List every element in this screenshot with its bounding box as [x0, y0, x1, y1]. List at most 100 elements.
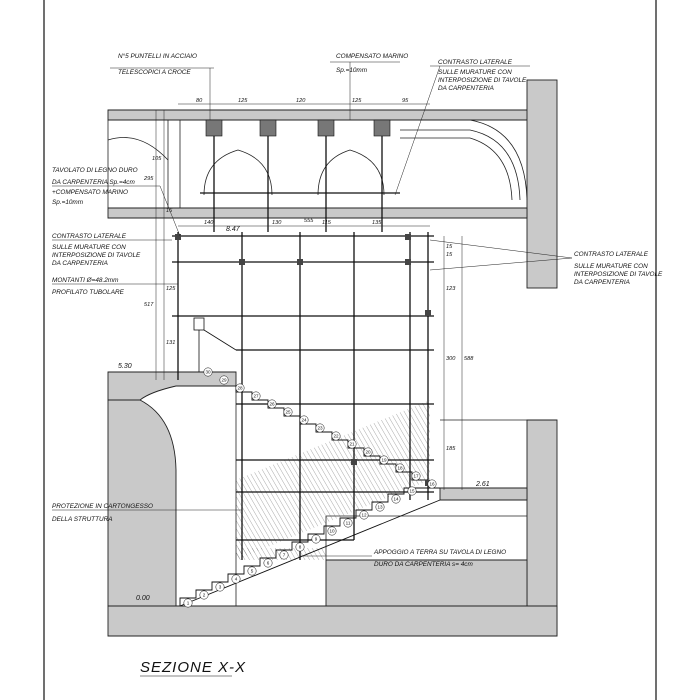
step-circle — [395, 463, 405, 473]
step-number: 10 — [329, 529, 335, 534]
note-contrasto-right-4: DA CARPENTERIA — [574, 279, 630, 286]
sheet-frame — [43, 0, 657, 700]
dim-left-4: 125 — [166, 286, 176, 292]
step-circle — [427, 479, 437, 489]
dim-right-5: 185 — [446, 446, 456, 452]
dim-top-4: 95 — [402, 98, 409, 104]
leader-lines — [52, 61, 573, 557]
step-circle — [375, 502, 385, 512]
step-number: 15 — [409, 489, 415, 494]
dim-top-1: 125 — [238, 98, 248, 104]
step-circle — [267, 399, 277, 409]
step-circle — [363, 447, 373, 457]
step-circle — [411, 471, 421, 481]
step-circle — [183, 598, 193, 608]
dim-right-2: 123 — [446, 286, 456, 292]
step-circle — [359, 510, 369, 520]
note-contrasto-left-3: INTERPOSIZIONE DI TAVOLE — [52, 252, 141, 259]
step-number: 29 — [221, 378, 227, 383]
levels: 8.47 5.30 2.61 0.00 — [118, 226, 490, 602]
note-tavolato-3: +COMPENSATO MARINO — [52, 189, 128, 196]
note-protezione-1: PROTEZIONE IN CARTONGESSO — [52, 503, 153, 510]
step-circle — [311, 534, 321, 544]
step-circle — [231, 574, 241, 584]
note-puntelli-1: N°5 PUNTELLI IN ACCIAIO — [118, 52, 197, 60]
dim-left-3: 517 — [144, 302, 154, 308]
step-circle — [407, 486, 417, 496]
note-compensato-1: COMPENSATO MARINO — [336, 53, 408, 60]
dim-top-2: 120 — [296, 98, 306, 104]
step-circle — [279, 550, 289, 560]
dimension-lines — [155, 103, 463, 490]
dimension-texts: 80 125 120 125 95 140 130 555 115 135 10… — [143, 98, 474, 452]
note-contrasto-left-1: CONTRASTO LATERALE — [52, 233, 127, 240]
step-number: 17 — [413, 474, 419, 479]
note-contrasto-top-4: DA CARPENTERIA — [438, 85, 494, 92]
step-number: 8 — [299, 545, 302, 550]
note-contrasto-top-2: SULLE MURATURE CON — [438, 69, 512, 76]
step-circle — [263, 558, 273, 568]
level-530: 5.30 — [118, 363, 132, 370]
step-number: 3 — [219, 585, 222, 590]
note-contrasto-right-2: SULLE MURATURE CON — [574, 263, 648, 270]
level-261: 2.61 — [475, 481, 490, 488]
step-number: 19 — [381, 458, 387, 463]
step-circle — [327, 526, 337, 536]
masonry-walls — [107, 79, 558, 637]
note-tavolato-1: TAVOLATO DI LEGNO DURO — [52, 167, 138, 174]
step-number: 1 — [187, 601, 190, 606]
step-number: 23 — [317, 426, 323, 431]
note-montanti-2: PROFILATO TUBOLARE — [52, 289, 125, 296]
note-compensato-2: Sp.=10mm — [336, 67, 368, 74]
step-number: 7 — [283, 553, 286, 558]
step-circle — [299, 415, 309, 425]
notes: N°5 PUNTELLI IN ACCIAIO TELESCOPICI A CR… — [52, 52, 663, 568]
note-tavolato-2: DA CARPENTERIA Sp.=4cm — [52, 179, 135, 186]
note-protezione-2: DELLA STRUTTURA — [52, 516, 112, 523]
step-number: 30 — [205, 370, 211, 375]
step-number: 11 — [346, 521, 351, 526]
step-number: 27 — [253, 394, 259, 399]
step-circle — [235, 383, 245, 393]
dim-right-4: 588 — [464, 356, 474, 362]
step-number: 13 — [377, 505, 383, 510]
step-circle — [331, 431, 341, 441]
note-appoggio-1: APPOGGIO A TERRA SU TAVOLA DI LEGNO — [373, 549, 506, 556]
step-circle — [203, 367, 213, 377]
dim-right-0: 15 — [446, 244, 453, 250]
column-detail — [193, 317, 237, 372]
step-number: 12 — [361, 513, 367, 518]
step-markers: 1234567891011121314151617181920212223242… — [183, 367, 437, 608]
note-montanti-1: MONTANTI Ø=48.2mm — [52, 277, 119, 284]
scaffold-frame — [172, 128, 434, 560]
dim-deck-1: 130 — [272, 220, 282, 226]
dim-deck-4: 135 — [372, 220, 382, 226]
stair-hatch — [236, 400, 430, 560]
step-number: 14 — [393, 497, 399, 502]
step-number: 16 — [429, 482, 435, 487]
step-number: 18 — [397, 466, 403, 471]
level-847: 8.47 — [226, 226, 241, 233]
step-circle — [247, 566, 257, 576]
step-circle — [215, 582, 225, 592]
stair-wall-lines — [235, 386, 527, 606]
note-tavolato-4: Sp.=10mm — [52, 199, 84, 206]
note-puntelli-2: TELESCOPICI A CROCE — [118, 69, 191, 76]
step-number: 26 — [269, 402, 275, 407]
note-contrasto-top-3: INTERPOSIZIONE DI TAVOLE — [438, 77, 527, 84]
step-number: 2 — [203, 593, 206, 598]
step-circle — [283, 407, 293, 417]
step-number: 4 — [235, 577, 238, 582]
dim-right-1: 15 — [446, 252, 453, 258]
step-circle — [219, 375, 229, 385]
dim-left-2: 16 — [166, 208, 173, 214]
step-number: 22 — [333, 434, 339, 439]
vault-ceiling — [107, 119, 528, 208]
note-appoggio-2: DURO DA CARPENTERIA s= 4cm — [374, 561, 473, 568]
note-contrasto-right-1: CONTRASTO LATERALE — [574, 251, 649, 258]
note-contrasto-left-4: DA CARPENTERIA — [52, 260, 108, 267]
step-number: 20 — [365, 450, 371, 455]
step-number: 9 — [315, 537, 318, 542]
dim-deck-2: 555 — [304, 218, 314, 224]
